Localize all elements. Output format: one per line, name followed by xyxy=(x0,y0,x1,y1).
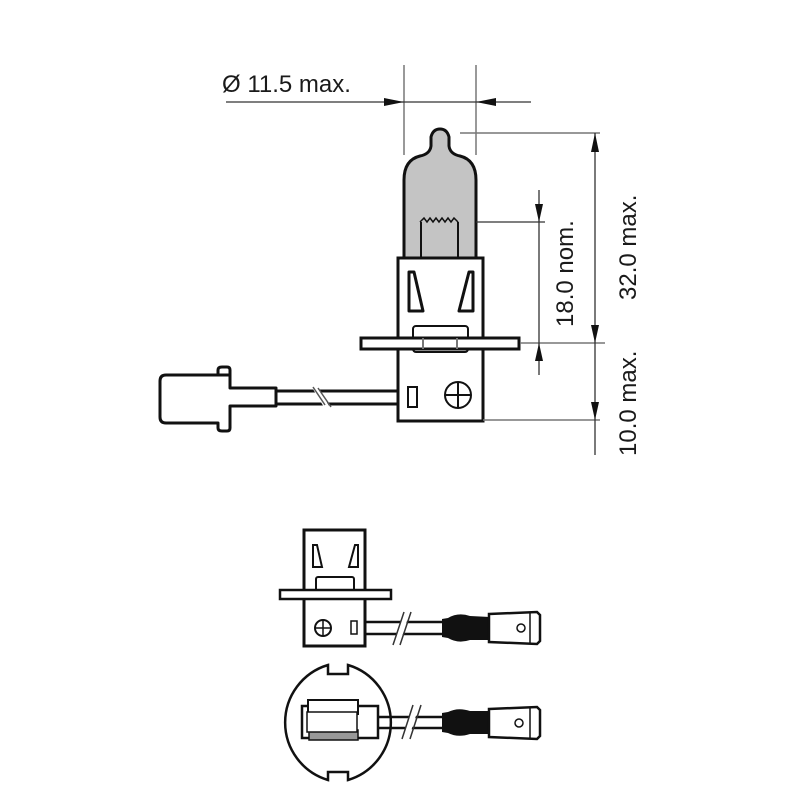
height-dimensions: 18.0 nom. 32.0 max. 10.0 max. xyxy=(460,132,642,456)
diameter-label: Ø 11.5 max. xyxy=(222,71,351,98)
arrow-icon xyxy=(476,98,496,106)
terminal-circle-icon xyxy=(314,619,332,637)
base-height-label: 10.0 max. xyxy=(615,351,642,456)
filament xyxy=(419,216,459,262)
connector xyxy=(158,365,278,433)
arrow-icon xyxy=(591,325,599,343)
diameter-dimension: Ø 11.5 max. xyxy=(222,65,531,155)
bottom-view xyxy=(283,663,542,782)
arrow-icon xyxy=(384,98,404,106)
lead-wire xyxy=(276,384,398,411)
light-center-label: 18.0 nom. xyxy=(552,220,579,327)
terminal-circle-icon xyxy=(444,381,472,409)
arrow-icon xyxy=(535,343,543,361)
overall-height-label: 32.0 max. xyxy=(615,195,642,300)
arrow-icon xyxy=(591,402,599,420)
front-view xyxy=(278,528,542,648)
arrow-icon xyxy=(535,204,543,222)
side-view xyxy=(158,127,521,433)
flange xyxy=(359,336,521,351)
glass-envelope xyxy=(398,127,482,268)
arrow-icon xyxy=(591,133,599,152)
